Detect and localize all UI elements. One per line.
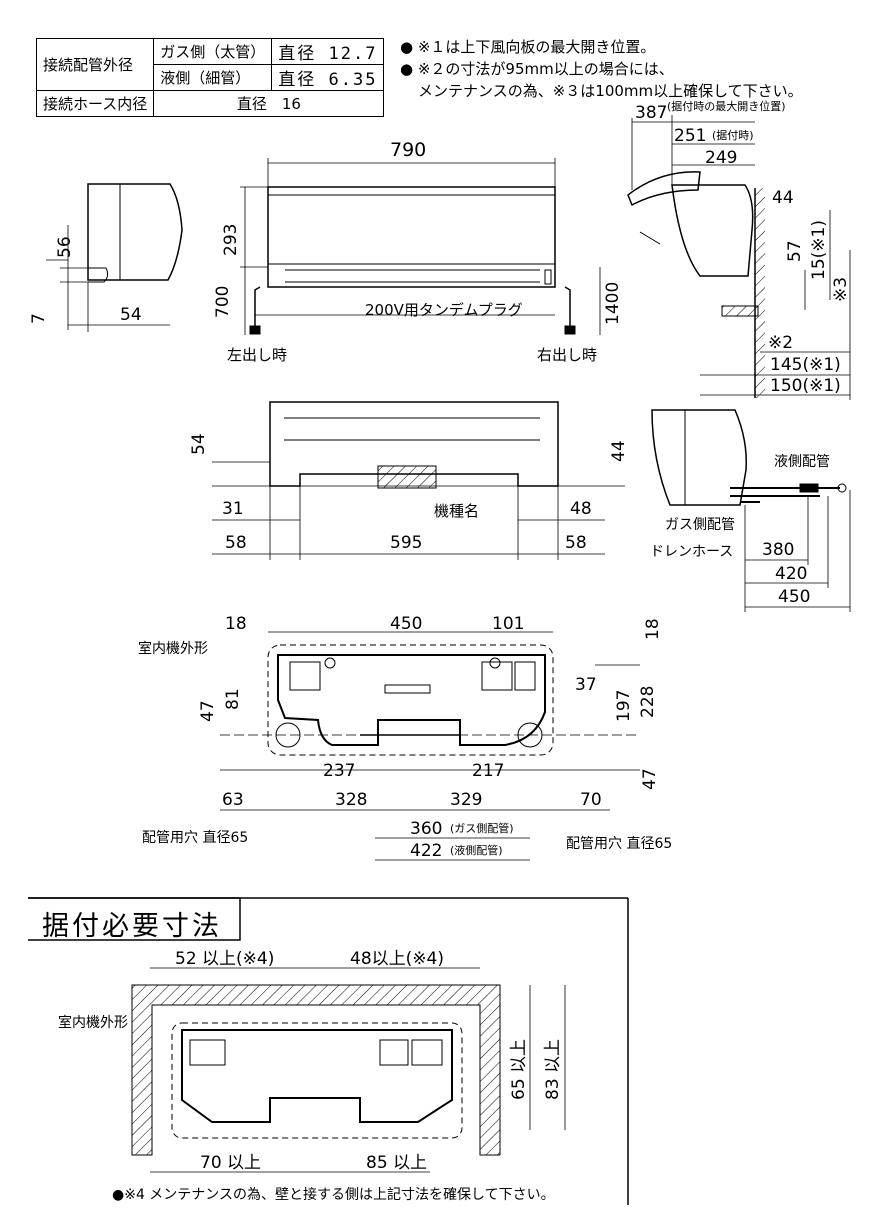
clearance-83: 83 以上 bbox=[543, 1039, 563, 1100]
dim-237: 237 bbox=[323, 761, 355, 781]
clearance-65: 65 以上 bbox=[509, 1039, 529, 1100]
dim-44-bottom: 44 bbox=[609, 440, 629, 462]
dim-56: 56 bbox=[55, 236, 75, 258]
maintenance-note: ●※4 メンテナンスの為、壁と接する側は上記寸法を確保して下さい。 bbox=[112, 1187, 555, 1203]
dim-329: 329 bbox=[450, 790, 482, 810]
install-section-title: 据付必要寸法 bbox=[42, 911, 222, 942]
dim-595: 595 bbox=[390, 533, 422, 553]
dim-420: 420 bbox=[775, 564, 807, 584]
dim-44-side: 44 bbox=[772, 188, 794, 208]
dim-360-note: (ガス側配管) bbox=[450, 821, 514, 835]
dim-58-left: 58 bbox=[225, 533, 247, 553]
clearance-85: 85 以上 bbox=[366, 1153, 427, 1173]
install-outline-label: 室内機外形 bbox=[58, 1014, 128, 1031]
dim-251-note: (据付時) bbox=[712, 128, 754, 142]
mounting-plate bbox=[220, 631, 640, 861]
note-3: メンテナンスの為、※３は100mm以上確保して下さい。 bbox=[418, 82, 803, 100]
dim-18-right: 18 bbox=[643, 618, 663, 640]
dim-star2: ※2 bbox=[768, 333, 793, 353]
side-view-wall bbox=[627, 115, 851, 400]
dim-70-plate: 70 bbox=[580, 790, 602, 810]
side-view-left bbox=[46, 183, 183, 332]
gas-side-label: ガス側（太管） bbox=[153, 38, 273, 65]
liquid-pipe-label: 液側配管 bbox=[774, 454, 830, 470]
right-outlet-label: 右出し時 bbox=[537, 346, 597, 364]
dim-47-left: 47 bbox=[198, 700, 218, 722]
dim-145: 145(※1) bbox=[770, 355, 841, 375]
dim-7: 7 bbox=[29, 313, 49, 324]
clearance-48: 48以上(※4) bbox=[350, 949, 444, 969]
dim-217: 217 bbox=[472, 761, 504, 781]
pipe-hole-left-label: 配管用穴 直径65 bbox=[142, 829, 248, 846]
dim-790: 790 bbox=[390, 139, 426, 161]
dim-48-bottom: 48 bbox=[570, 499, 592, 519]
clearance-70: 70 以上 bbox=[200, 1153, 261, 1173]
dim-58-right: 58 bbox=[565, 533, 587, 553]
dim-63: 63 bbox=[222, 790, 244, 810]
note-1: ● ※１は上下風向板の最大開き位置。 bbox=[400, 38, 656, 56]
install-clearance-section bbox=[28, 897, 629, 1205]
dim-450-plate: 450 bbox=[390, 614, 422, 634]
plate-outline-label: 室内機外形 bbox=[138, 640, 208, 657]
pipe-outer-diameter-label: 接続配管外径 bbox=[35, 38, 155, 91]
notes-block: ● ※１は上下風向板の最大開き位置。 ● ※２の寸法が95mm以上の場合には、 … bbox=[400, 36, 803, 102]
front-view bbox=[240, 158, 601, 335]
dim-47-right: 47 bbox=[640, 768, 660, 790]
dim-18-left: 18 bbox=[225, 614, 247, 634]
dim-54-side: 54 bbox=[120, 305, 142, 325]
hose-inner-diameter-label: 接続ホース内径 bbox=[35, 90, 155, 117]
liquid-side-value: 直径 6.35 bbox=[271, 64, 385, 91]
dim-249: 249 bbox=[705, 148, 737, 168]
model-name-label: 機種名 bbox=[434, 502, 479, 520]
dim-422: 422 bbox=[410, 841, 442, 861]
dim-15: 15(※1) bbox=[809, 220, 829, 280]
clearance-52: 52 以上(※4) bbox=[175, 949, 274, 969]
plug-label: 200V用タンデムプラグ bbox=[365, 301, 523, 319]
connection-spec-table: 接続配管外径 ガス側（太管） 直径 12.7 液側（細管） 直径 6.35 接続… bbox=[35, 38, 385, 117]
bottom-view bbox=[212, 401, 625, 560]
dim-1400: 1400 bbox=[603, 282, 623, 325]
dim-328: 328 bbox=[335, 790, 367, 810]
dim-450-pipe: 450 bbox=[778, 587, 810, 607]
dim-360: 360 bbox=[410, 819, 442, 839]
left-outlet-label: 左出し時 bbox=[227, 346, 287, 364]
pipe-hole-right-label: 配管用穴 直径65 bbox=[566, 835, 672, 852]
dim-101: 101 bbox=[492, 614, 524, 634]
dim-197: 197 bbox=[614, 690, 634, 722]
dim-228: 228 bbox=[638, 686, 658, 718]
dim-54-bottom: 54 bbox=[189, 433, 209, 455]
dim-422-note: (液側配管) bbox=[450, 843, 503, 857]
dim-387: 387 bbox=[635, 103, 667, 123]
dim-700: 700 bbox=[213, 286, 233, 318]
note-2: ● ※２の寸法が95mm以上の場合には、 bbox=[400, 60, 674, 78]
dim-81: 81 bbox=[223, 688, 243, 710]
liquid-side-label: 液側（細管） bbox=[153, 64, 273, 91]
dim-251: 251 bbox=[674, 126, 706, 146]
hose-inner-diameter-value: 直径 16 bbox=[153, 90, 385, 117]
dim-37: 37 bbox=[575, 675, 597, 695]
dim-387-note: (据付時の最大開き位置) bbox=[667, 99, 786, 113]
drain-hose-label: ドレンホース bbox=[650, 544, 733, 560]
dim-31: 31 bbox=[222, 499, 244, 519]
dim-293: 293 bbox=[221, 224, 241, 256]
dim-star3: ※3 bbox=[831, 277, 851, 302]
dim-150: 150(※1) bbox=[770, 376, 841, 396]
piping-side-view bbox=[651, 409, 851, 612]
dim-380: 380 bbox=[762, 540, 794, 560]
dim-57: 57 bbox=[785, 240, 805, 262]
gas-pipe-label: ガス側配管 bbox=[665, 517, 735, 533]
